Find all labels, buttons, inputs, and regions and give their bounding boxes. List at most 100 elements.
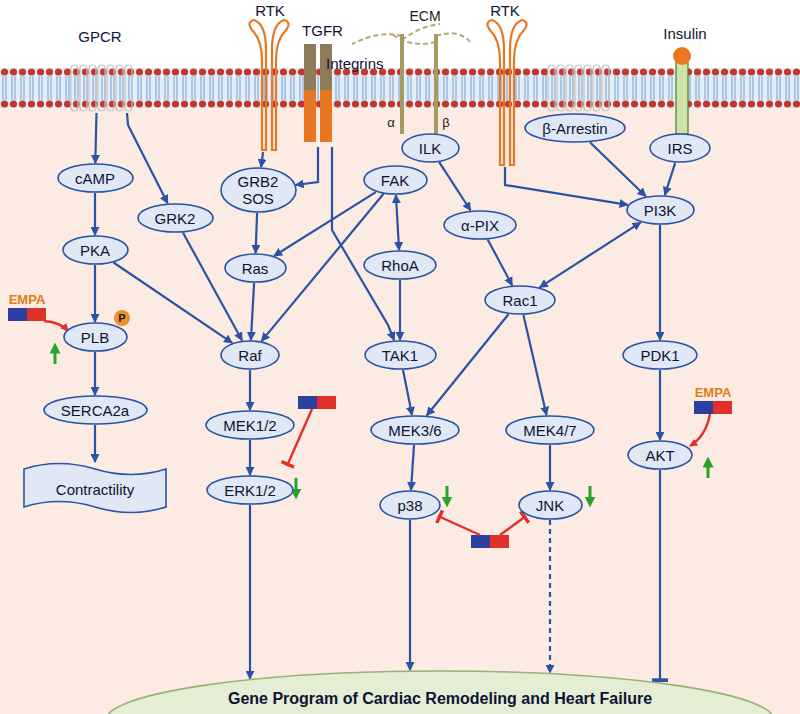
signal-node: FAK [363,165,428,195]
signal-arrow [94,265,96,322]
signal-node: α-PIX [443,210,517,240]
phospho-label: P [118,311,125,326]
receptor: RTK [240,2,300,152]
node-label: α-PIX [461,217,499,234]
structure-label: ECM [409,9,440,24]
node-label: p38 [397,497,422,514]
signal-node: Ras [224,253,287,283]
node-label: SOS [242,190,274,207]
signal-node: GRK2 [137,203,214,233]
receptor: Insulin [650,25,720,133]
signal-arrow [549,445,551,490]
node-label: ERK1/2 [224,482,276,499]
signal-node: PKA [62,235,129,265]
signal-node: PDK1 [622,340,698,370]
signal-arrow [249,505,251,679]
signal-node: ERK1/2 [206,475,294,505]
node-label: PDK1 [640,347,679,364]
outcome-banner: Contractility [22,462,168,516]
signal-node: IRS [649,133,711,163]
node-label: ILK [419,140,442,157]
signal-arrow [94,352,96,395]
signal-node: RhoA [363,250,437,280]
receptor: RTK [480,2,530,167]
signal-arrow [95,113,96,163]
signal-arrow [427,314,509,415]
node-label: JNK [536,497,564,514]
node-label: GPCR [78,28,121,45]
signal-arrow [396,195,399,250]
signal-arrow [659,225,661,340]
signal-arrow [540,222,641,287]
node-label: FAK [381,172,409,189]
signal-arrow [251,283,254,340]
signal-arrow [505,167,628,205]
signal-arrow [94,425,96,462]
signal-node: JNK [518,490,583,520]
rtk-symbol [249,20,526,165]
node-label: Raf [238,347,261,364]
signal-node: MEK3/6 [370,415,460,445]
signal-node: cAMP [57,163,134,193]
node-label: PKA [80,242,110,259]
node-label: PI3K [644,202,677,219]
signal-arrow [409,520,411,670]
node-label: SERCA2a [61,402,129,419]
node-label: GRB2 [238,173,279,190]
node-label: MEK4/7 [523,422,576,439]
signal-node: GRB2SOS [220,167,297,213]
signal-arrow [439,162,470,210]
signal-node: AKT [627,440,693,470]
signal-arrow [403,370,412,415]
signal-node: MEK4/7 [505,415,595,445]
insulin-receptor-symbol [673,47,691,134]
signal-node: MEK1/2 [205,410,295,440]
drug-label: EMPA [9,292,46,307]
node-label: RTK [255,2,285,19]
node-label: PLB [81,329,109,346]
node-label: Insulin [663,25,706,42]
node-label: RTK [490,2,520,19]
signal-arrow [590,142,646,196]
signal-arrow [249,440,251,475]
node-label: Integrins [326,55,384,72]
empa-symbol [8,308,732,548]
receptor: GPCR [65,28,135,113]
node-label: RhoA [381,257,419,274]
signal-node: Rac1 [484,285,556,315]
node-label: Gene Program of Cardiac Remodeling and H… [228,690,652,707]
signal-arrow [256,213,258,253]
signal-arrow [399,280,401,340]
node-label: cAMP [75,170,115,187]
node-label: TAK1 [382,347,418,364]
node-label: Ras [242,260,269,277]
signal-node: SERCA2a [43,395,148,425]
node-label: TGFR [302,22,343,39]
subunit-label: β [442,115,449,130]
signal-arrow [665,163,675,195]
signal-node: ILK [401,133,460,163]
signal-arrow [549,520,551,673]
signal-arrow [183,233,242,341]
signal-arrow [659,370,661,440]
signal-node: Raf [220,340,280,370]
signal-arrow [114,263,233,343]
receptor: TGFR [295,22,350,147]
signal-arrow [94,193,96,235]
signal-node: TAK1 [364,340,437,370]
phospho-mark [114,310,130,326]
signal-arrow [411,445,414,490]
signal-node: PLB [63,322,128,352]
node-label: MEK3/6 [388,422,441,439]
signal-node: β-Arrestin [524,113,626,143]
node-label: IRS [667,140,692,157]
signal-arrow [127,113,168,203]
signal-node: PI3K [626,195,695,225]
integrin-symbol [352,24,472,134]
node-label: β-Arrestin [542,120,607,137]
signal-arrow [296,147,318,185]
subunit-label: α [387,115,395,130]
drug-label: EMPA [695,385,732,400]
signal-arrow [488,240,512,286]
node-label: GRK2 [155,210,196,227]
